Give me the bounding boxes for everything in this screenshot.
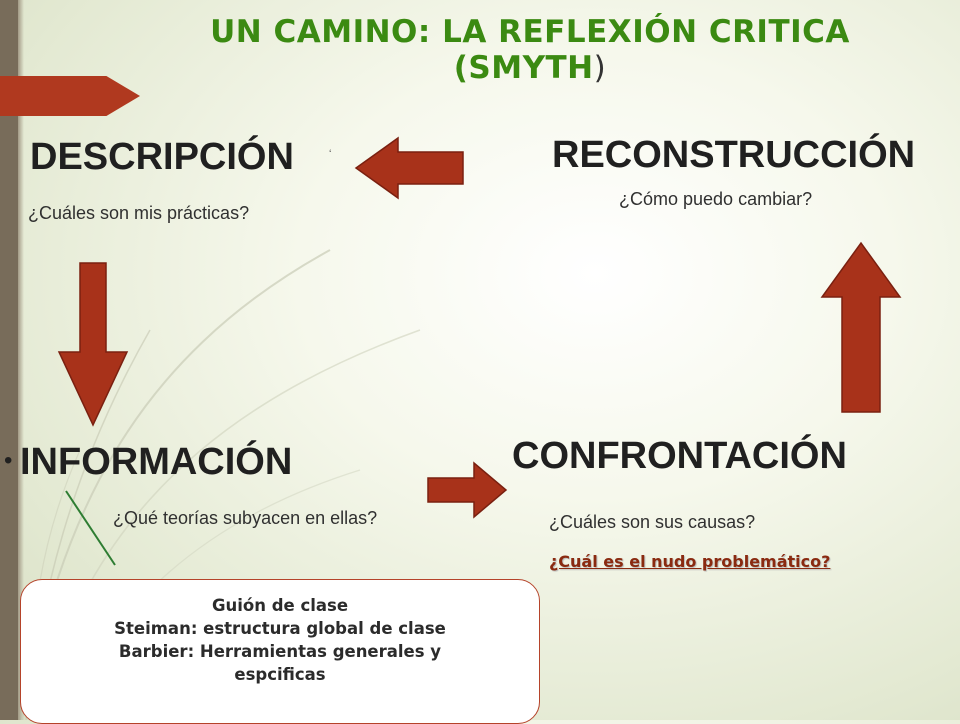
reconstruccion-question: ¿Cómo puedo cambiar? — [619, 189, 813, 209]
note-line-1: Guión de clase — [211, 596, 349, 615]
arrow-down-icon — [57, 262, 129, 427]
red-arrow-tab — [0, 76, 140, 116]
title-line-2: (SMYTH) — [180, 50, 880, 86]
title-paren: ) — [593, 50, 607, 86]
descripcion-heading: DESCRIPCIÓN — [30, 136, 294, 178]
arrow-right-icon — [427, 461, 508, 519]
descripcion-mark: ‘ — [329, 148, 332, 160]
arrow-up-icon — [820, 241, 902, 413]
slide-title: UN CAMINO: LA REFLEXIÓN CRITICA (SMYTH) — [180, 14, 880, 86]
informacion-heading: INFORMACIÓN — [20, 441, 293, 483]
confrontacion-highlight: ¿Cuál es el nudo problemático? — [549, 552, 831, 571]
left-sidebar-shadow — [18, 0, 24, 720]
connector-line — [65, 490, 116, 566]
title-author: (SMYTH — [453, 50, 594, 86]
confrontacion-heading: CONFRONTACIÓN — [512, 435, 847, 477]
descripcion-question: ¿Cuáles son mis prácticas? — [28, 203, 250, 223]
confrontacion-question: ¿Cuáles son sus causas? — [549, 512, 756, 532]
title-line-1: UN CAMINO: LA REFLEXIÓN CRITICA — [210, 14, 850, 50]
reconstruccion-heading: RECONSTRUCCIÓN — [552, 134, 916, 176]
note-line-4: espcificas — [234, 665, 326, 684]
arrow-left-icon — [354, 136, 464, 200]
note-line-2: Steiman: estructura global de clase — [114, 619, 446, 638]
note-line-3: Barbier: Herramientas generales y — [118, 642, 442, 661]
note-box: Guión de clase Steiman: estructura globa… — [20, 579, 540, 724]
informacion-question: ¿Qué teorías subyacen en ellas? — [113, 508, 378, 528]
informacion-bullet: • — [4, 447, 13, 474]
left-sidebar-bar — [0, 0, 18, 720]
